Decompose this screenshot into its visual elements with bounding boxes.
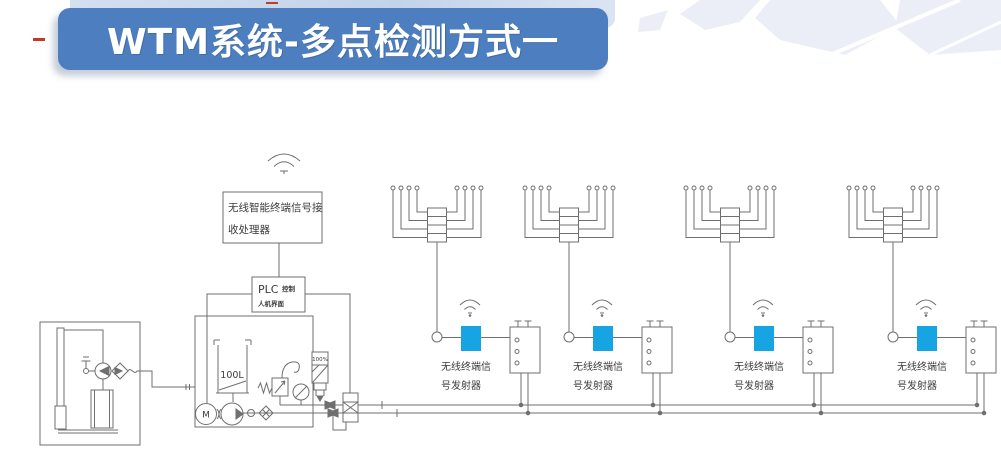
solenoid-valve xyxy=(332,392,359,431)
thermocouple-probe-array xyxy=(390,185,484,238)
pressure-gauge xyxy=(292,383,310,405)
thermocouple-probe-array xyxy=(846,185,940,238)
transmitter-label-line2: 号发射器 xyxy=(897,379,937,392)
digital-indicator: 100% xyxy=(311,351,329,402)
thermocouple-probe-array xyxy=(522,185,616,238)
junction-block xyxy=(559,207,579,243)
plc-label-main: PLC xyxy=(258,283,279,296)
receiver-label-line1: 无线智能终端信号接 xyxy=(228,201,323,214)
transmitter-unit: 无线终端信 号发射器 xyxy=(846,185,997,416)
terminal-box xyxy=(509,320,541,416)
wifi-icon-receiver xyxy=(267,153,301,174)
transmitter-label-line1: 无线终端信 xyxy=(734,360,784,373)
plc-right-control-line xyxy=(305,293,351,393)
wifi-icon-transmitter xyxy=(752,299,774,317)
receiver-label-line2: 收处理器 xyxy=(228,223,270,236)
pipeline xyxy=(243,392,984,431)
transmitter-module xyxy=(754,326,774,351)
calibration-rig xyxy=(39,321,195,446)
watermark-decoration xyxy=(638,0,1001,57)
junction-block xyxy=(720,207,740,243)
pressure-regulator xyxy=(257,361,300,405)
terminal-box xyxy=(802,320,834,416)
plc-label-line2: 人机界面 xyxy=(258,299,285,308)
junction-block xyxy=(427,207,447,243)
plc-left-control-line xyxy=(206,293,252,403)
plc-box: PLC 控制 人机界面 xyxy=(251,276,306,313)
motor-pump: M xyxy=(195,402,244,426)
transmitter-label-line1: 无线终端信 xyxy=(441,360,491,373)
red-dash-decoration-top xyxy=(266,2,278,4)
receiver-box: 无线智能终端信号接 收处理器 xyxy=(222,191,323,244)
transmitter-label-line2: 号发射器 xyxy=(441,379,481,392)
transmitter-label-line1: 无线终端信 xyxy=(573,360,623,373)
sensor-node xyxy=(431,331,443,343)
indicator-label: 100% xyxy=(312,357,328,363)
transmitter-label-line2: 号发射器 xyxy=(573,379,613,392)
page-title: WTM系统-多点检测方式一 xyxy=(106,22,560,63)
transmitter-unit: 无线终端信 号发射器 xyxy=(390,185,541,416)
thermocouple-probe-array xyxy=(683,185,777,238)
tank: 100L xyxy=(213,339,252,402)
plc-label-sub: 控制 xyxy=(282,284,296,293)
terminal-box xyxy=(641,320,673,416)
transmitter-unit: 无线终端信 号发射器 xyxy=(683,185,834,416)
transmitter-label-line2: 号发射器 xyxy=(734,379,774,392)
transmitter-label-line1: 无线终端信 xyxy=(897,360,947,373)
transmitter-unit: 无线终端信 号发射器 xyxy=(522,185,673,416)
wifi-icon-transmitter xyxy=(459,299,481,317)
wifi-icon-transmitter xyxy=(591,299,613,317)
motor-label: M xyxy=(202,411,210,421)
sensor-node xyxy=(724,331,736,343)
tank-label: 100L xyxy=(220,370,244,381)
terminal-box xyxy=(965,320,997,416)
sensor-node xyxy=(887,331,899,343)
transmitter-module xyxy=(593,326,613,351)
wifi-icon-transmitter xyxy=(915,299,937,317)
transmitter-module xyxy=(917,326,937,351)
junction-block xyxy=(883,207,903,243)
red-dash-decoration xyxy=(33,38,45,41)
process-unit: 100L M xyxy=(194,315,314,428)
transmitter-module xyxy=(461,326,481,351)
title-banner: WTM系统-多点检测方式一 xyxy=(58,8,608,70)
sensor-node xyxy=(563,331,575,343)
